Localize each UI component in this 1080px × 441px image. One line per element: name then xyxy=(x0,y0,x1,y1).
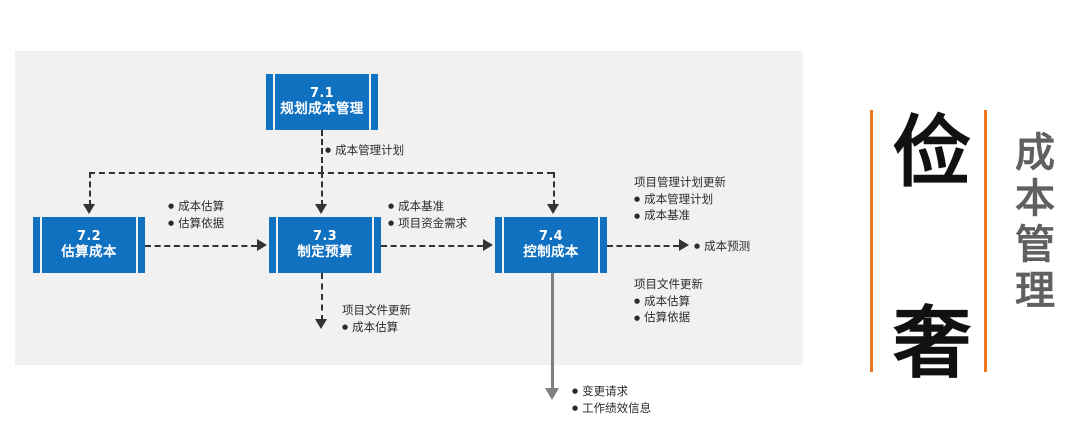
label-header: 项目文件更新 xyxy=(342,303,411,317)
bullet-item: 成本基准 xyxy=(388,198,467,215)
bullet-item: 估算依据 xyxy=(168,215,224,232)
subtitle-char: 理 xyxy=(1015,268,1055,314)
bullet-item: 成本预测 xyxy=(694,238,750,255)
connector-bus-to-72 xyxy=(89,172,91,206)
bullet-item: 工作绩效信息 xyxy=(572,400,651,417)
process-box-7-2[interactable]: 7.2 估算成本 xyxy=(33,217,145,273)
connector-73-down xyxy=(321,273,323,321)
bullet-item: 成本估算 xyxy=(342,319,411,336)
subtitle-char: 管 xyxy=(1015,222,1055,268)
process-number: 7.1 xyxy=(310,86,334,102)
bullet-item: 项目资金需求 xyxy=(388,215,467,232)
label-header: 项目管理计划更新 xyxy=(634,175,726,189)
label-cost-management-plan: 成本管理计划 xyxy=(325,142,404,159)
connector-74-to-forecast xyxy=(607,245,679,247)
label-pm-plan-updates: 项目管理计划更新 成本管理计划 成本基准 xyxy=(634,174,726,224)
label-document-updates-7-3: 项目文件更新 成本估算 xyxy=(342,302,411,335)
bullet-item: 成本管理计划 xyxy=(325,142,404,159)
accent-rule-left xyxy=(870,110,873,372)
connector-73-to-74 xyxy=(381,245,483,247)
bullet-item: 成本管理计划 xyxy=(634,191,726,208)
label-outputs-of-7-3: 成本基准 项目资金需求 xyxy=(388,198,467,231)
arrow-into-73 xyxy=(315,204,327,214)
label-bottom-outputs: 变更请求 工作绩效信息 xyxy=(572,383,651,416)
connector-72-to-73 xyxy=(145,245,257,247)
bullet-item: 成本估算 xyxy=(168,198,224,215)
process-box-7-4[interactable]: 7.4 控制成本 xyxy=(495,217,607,273)
arrow-74-down xyxy=(545,388,559,400)
arrow-into-72 xyxy=(83,204,95,214)
connector-74-down xyxy=(551,273,554,392)
connector-bus-to-73 xyxy=(321,172,323,206)
arrow-73-to-74 xyxy=(483,239,493,251)
arrow-74-to-forecast xyxy=(679,239,689,251)
label-cost-forecast: 成本预测 xyxy=(694,238,750,255)
arrow-72-to-73 xyxy=(257,239,267,251)
arrow-into-74 xyxy=(547,204,559,214)
label-header: 项目文件更新 xyxy=(634,277,703,291)
subtitle-char: 成 xyxy=(1015,130,1055,176)
title-char-bottom: 奢 xyxy=(892,299,971,389)
process-box-7-1[interactable]: 7.1 规划成本管理 xyxy=(266,74,378,130)
process-name: 制定预算 xyxy=(297,243,353,260)
connector-71-down xyxy=(321,130,323,172)
label-outputs-of-7-2: 成本估算 估算依据 xyxy=(168,198,224,231)
title-char-top: 俭 xyxy=(892,108,971,198)
label-document-updates-7-4: 项目文件更新 成本估算 估算依据 xyxy=(634,276,703,326)
subtitle-vertical: 成 本 管 理 xyxy=(1000,130,1070,314)
right-title-panel: 俭 奢 成 本 管 理 xyxy=(860,52,1080,389)
process-number: 7.4 xyxy=(539,229,563,245)
process-number: 7.3 xyxy=(313,229,337,245)
bullet-item: 成本基准 xyxy=(634,207,726,224)
bullet-item: 成本估算 xyxy=(634,293,703,310)
process-box-7-3[interactable]: 7.3 制定预算 xyxy=(269,217,381,273)
connector-bus-to-74 xyxy=(553,172,555,206)
process-number: 7.2 xyxy=(77,229,101,245)
process-name: 控制成本 xyxy=(523,243,579,260)
process-name: 规划成本管理 xyxy=(280,100,364,117)
arrow-73-down xyxy=(315,319,327,329)
accent-rule-right xyxy=(984,110,987,372)
process-name: 估算成本 xyxy=(61,243,117,260)
bullet-item: 变更请求 xyxy=(572,383,651,400)
bullet-item: 估算依据 xyxy=(634,309,703,326)
subtitle-char: 本 xyxy=(1015,176,1055,222)
